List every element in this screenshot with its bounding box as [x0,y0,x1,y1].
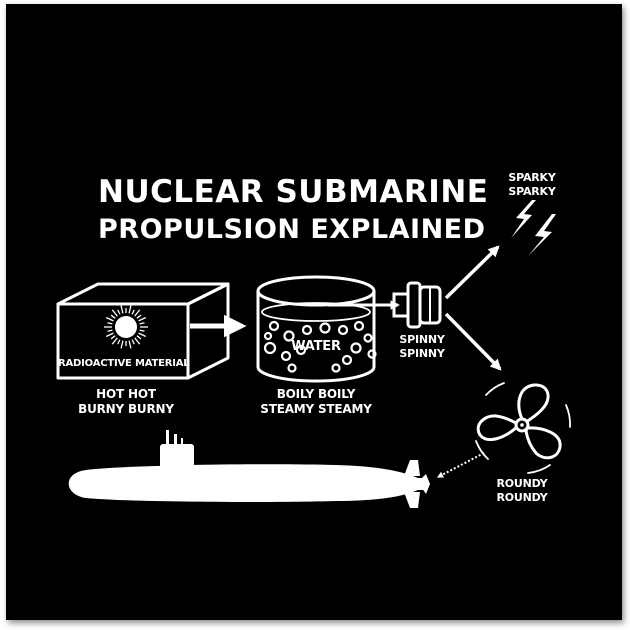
water-label: WATER [291,339,341,354]
atom-ray [117,309,121,315]
atom-ray [131,339,135,345]
atom-ray [111,309,118,317]
water-bubble [301,324,313,336]
atom-icon [104,305,148,349]
arrow-to-propeller [444,312,502,371]
water-bubble [341,354,353,366]
atom-ray [138,332,147,338]
turbine-icon [392,281,442,329]
water-bubble [331,363,341,373]
turbine-caption-line-1: SPINNY [399,333,445,346]
propeller-caption-line-2: ROUNDY [496,491,548,504]
diagram-canvas: NUCLEAR SUBMARINE PROPULSION EXPLAINED R… [6,4,622,620]
tank-caption-line-1: BOILY BOILY [276,387,356,401]
water-bubble [363,333,373,343]
atom-ray [138,316,147,322]
atom-ray [139,329,145,332]
title-line-2: PROPULSION EXPLAINED [98,214,486,245]
tank-caption-line-2: STEAMY STEAMY [260,402,372,416]
water-bubble [283,330,295,342]
atom-ray [111,337,118,345]
atom-ray [120,305,124,314]
water-bubble [350,342,362,354]
water-bubble [295,344,307,356]
atom-ray [105,316,114,322]
arrow-to-electric [444,245,500,300]
box-caption-line-1: HOT HOT [96,387,156,401]
water-tank [256,275,376,383]
atom-ray [110,335,116,340]
propeller-icon [475,382,571,474]
atom-ray [117,339,121,345]
electric-caption-line-1: SPARKY [508,171,556,184]
water-bubble [280,350,292,362]
atom-ray [134,337,141,345]
water-bubble [337,324,349,336]
atom-ray [128,305,132,314]
water-bubble [367,349,377,359]
water-bubble [287,363,297,373]
title-line-1: NUCLEAR SUBMARINE [98,174,489,210]
water-bubble [268,320,280,332]
atom-ray [107,329,113,332]
atom-ray [107,322,113,325]
turbine-caption-line-2: SPINNY [399,347,445,360]
atom-ray [110,314,116,319]
water-bubble [263,331,273,341]
radioactive-box [56,282,230,380]
water-bubble [353,320,365,332]
water-bubbles [263,320,377,373]
propeller-caption-line-1: ROUNDY [496,477,548,490]
atom-ray [120,340,124,349]
radioactive-material-label: RADIOACTIVE MATERIAL [58,358,190,369]
diagram-art [56,200,571,508]
water-bubble [263,341,277,355]
atom-ray [136,335,142,340]
atom-ray [136,314,142,319]
atom-ray [134,309,141,317]
submarine-icon [68,430,430,508]
atom-ray [131,309,135,315]
atom-ray [128,340,132,349]
electric-caption-line-2: SPARKY [508,185,556,198]
water-bubble [319,322,331,334]
box-caption-line-2: BURNY BURNY [78,402,174,416]
atom-ray [139,322,145,325]
lightning-icon [511,200,556,256]
arrow-to-submarine [436,452,485,478]
atom-ray [105,332,114,338]
